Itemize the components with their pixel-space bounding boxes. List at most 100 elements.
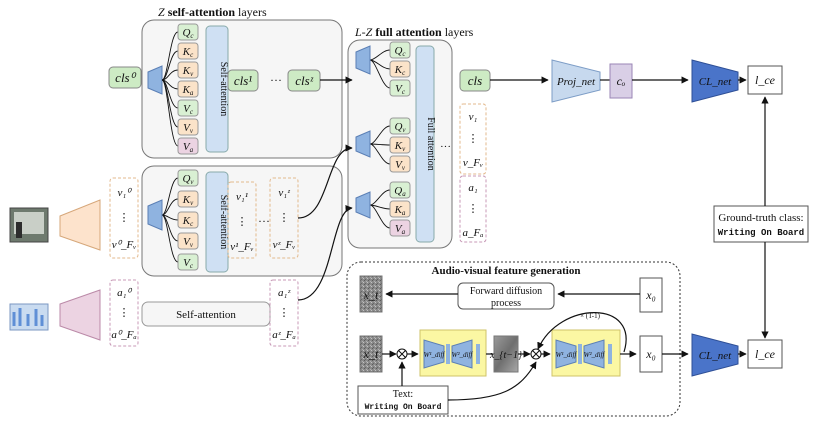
video-token-2 [177,211,199,229]
full-audio-vdots: ⋮ [468,203,479,215]
video-mid-vdots: ⋮ [237,216,248,228]
w2-diff-label-1: W²_diff [452,351,474,359]
forward-diffusion-line2: process [491,298,521,309]
cls1-label: cls¹ [234,73,252,88]
full-split-v [355,130,371,158]
video-encoder-trapezoid [59,199,101,251]
mult-node-2-cross [532,350,540,358]
audio-input-vdots: ⋮ [119,307,130,319]
self-token-6 [177,137,199,155]
full-v-token-0 [389,117,411,135]
video-mid-first: v₁¹ [236,191,248,203]
video-ellipsis: ··· [258,214,270,228]
video-token-4 [177,253,199,271]
self-attention-audio-label: Self-attention [176,309,236,321]
full-audio-output-column [459,175,487,243]
diffusion-bar-2a [578,344,582,364]
audio-output-first: a₁ᶻ [278,287,291,299]
full-video-vdots: ⋮ [468,133,479,145]
full-video-first: v₁ [469,111,478,123]
video-output-last: vᶻ_Fᵥ [273,239,296,251]
full-a-link-0 [369,189,391,206]
ground-truth-line2: Writing On Board [718,228,804,238]
self-token-label-0: Qc [182,27,194,40]
full-v-token-2 [389,155,411,173]
video-token-0 [177,169,199,187]
audio-input-first: a₁⁰ [117,287,132,299]
self-token-label-6: Va [183,141,194,154]
repeat-label: × (T-1) [580,312,600,320]
full-c-token-label-1: Kc [394,64,406,77]
video-split-trapezoid [147,199,163,231]
full-audio-last: a_Fₐ [463,227,484,239]
full-attention-label: Full attention [425,117,436,171]
self-link-0 [161,31,179,81]
full-a-link-2 [369,204,391,229]
video-token-label-0: Qv [182,173,194,186]
self-link-6 [161,79,179,147]
self-token-label-2: Kv [182,65,194,78]
full-c-token-label-0: Qc [394,45,406,58]
full-v-token-label-0: Qv [394,121,406,134]
full-c-token-0 [389,41,411,59]
video-mid-column [227,181,257,259]
full-v-link-0 [369,125,391,145]
self-token-5 [177,118,199,136]
cl-net-bottom-label: CL_net [699,350,732,362]
lce-top-box [747,65,783,95]
proj-net-shape [551,59,601,103]
w1-diff-label-2: W¹_diff [556,351,578,359]
video-mid-last: v¹_Fᵥ [230,241,253,253]
self-link-2 [161,69,179,81]
forward-diffusion-box [457,282,555,310]
xt-minus-1-label: x_{t−1} [489,350,522,361]
audio-input-column [109,279,139,347]
generation-title: Audio-visual feature generation [432,265,581,277]
full-a-token-1 [389,200,411,218]
proj-net-label: Proj_net [556,76,596,88]
co-label: cₒ [617,74,626,88]
full-layers-header: L-Z full attention layers [354,25,474,39]
audio-encoder-trapezoid [59,289,101,341]
generation-container [346,261,681,417]
video-token-label-4: Vc [183,257,194,270]
repeat-loop-arrow [537,312,627,353]
self-attention-cls-label: Self-attention [218,62,229,116]
audio-to-full-arrow [297,205,353,301]
xt-minus-1-box [493,335,519,373]
self-link-1 [161,50,179,81]
ground-truth-box [713,205,809,243]
full-v-link-2 [369,143,391,165]
audio-output-vdots: ⋮ [279,307,290,319]
video-token-label-1: Kv [182,194,194,207]
full-v-token-label-2: Vv [395,159,406,172]
full-video-output-column [459,103,487,175]
w1-diff-shape-2 [555,339,577,369]
noisy-xt-top [359,275,383,313]
diffusion-bar-1a [446,344,450,364]
clsZ-label: clsᶻ [295,73,313,88]
full-ellipsis: ··· [440,141,451,153]
audio-spectrogram-bars [12,308,44,326]
full-c-link-0 [369,49,391,61]
w2-diff-shape-1 [451,339,473,369]
self-token-2 [177,61,199,79]
full-audio-first: a₁ [468,182,478,194]
self-token-label-5: Vv [183,122,194,135]
w1-diff-label-1: W¹_diff [424,351,446,359]
lce-top-label: l_ce [755,73,776,87]
full-a-token-2 [389,219,411,237]
audio-output-column [269,279,299,347]
noisy-xt-top-label: x_t [363,288,379,302]
video-input-vdots: ⋮ [119,212,130,224]
cls-ellipsis: ··· [270,73,282,87]
cl-net-top-shape [691,59,739,103]
cls1-token [227,69,259,92]
full-a-token-label-2: Va [395,223,406,236]
cl-net-top-label: CL_net [699,76,732,88]
video-link-0 [161,177,179,216]
mult-node-1-cross [398,350,406,358]
cls0-label: cls⁰ [115,70,136,85]
cls-output-label: cls [468,73,482,88]
full-video-last: v_Fᵥ [463,157,483,169]
